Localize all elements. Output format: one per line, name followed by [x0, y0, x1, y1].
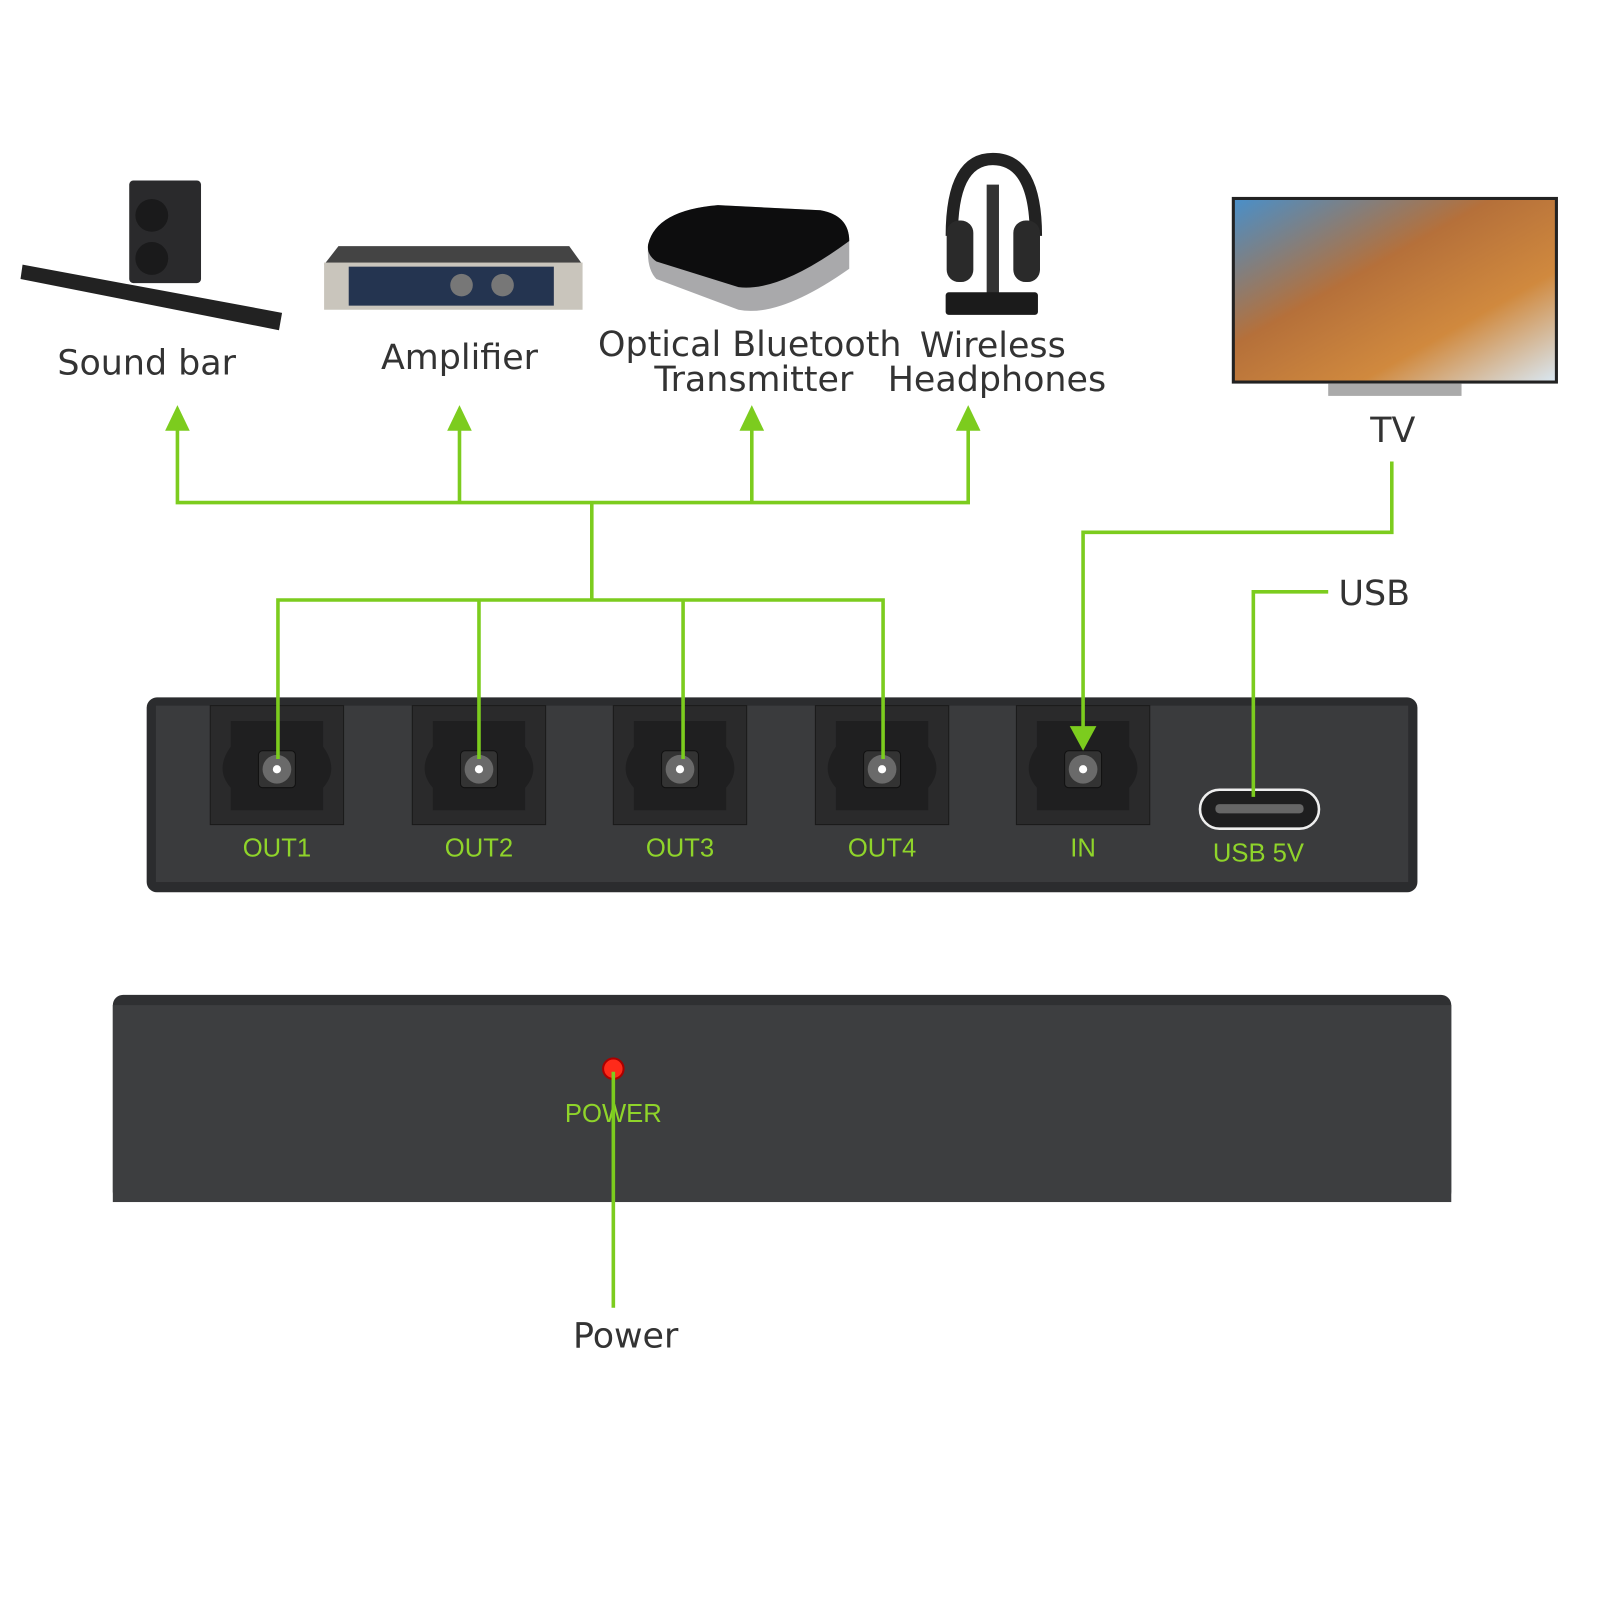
headphones-label-line1: Wireless — [920, 326, 1066, 366]
power-callout-label: Power — [573, 1317, 679, 1357]
soundbar-image — [20, 180, 283, 331]
arrow-up-icon — [447, 405, 472, 431]
headphones-image — [945, 152, 1043, 315]
amplifier-image — [324, 246, 583, 310]
tv-label: TV — [1369, 411, 1415, 451]
amplifier-label: Amplifier — [381, 338, 539, 378]
optical-port-out4 — [814, 705, 950, 826]
arrow-up-icon — [739, 405, 765, 431]
usb-5v-label: USB 5V — [1213, 840, 1304, 868]
port-label: OUT3 — [646, 834, 714, 862]
headphones-label-line2: Headphones — [888, 360, 1106, 400]
tv-image — [1231, 196, 1558, 396]
splitter-front-panel — [112, 994, 1452, 1203]
port-label: OUT2 — [445, 834, 513, 862]
optical-port-out2 — [411, 705, 547, 826]
transmitter-label-line1: Optical Bluetooth — [598, 325, 901, 365]
soundbar-label: Sound bar — [57, 343, 236, 383]
optical-port-in — [1015, 705, 1151, 826]
bluetooth-transmitter-image — [647, 205, 850, 311]
usb-c-port — [1198, 788, 1321, 830]
connection-lines — [165, 405, 1394, 1308]
port-label: OUT1 — [243, 834, 311, 862]
port-label: IN — [1070, 834, 1096, 862]
optical-port-out1 — [209, 705, 345, 826]
arrow-up-icon — [955, 405, 981, 431]
usb-callout-label: USB — [1338, 574, 1410, 614]
transmitter-label-line2: Transmitter — [653, 360, 854, 400]
optical-port-out3 — [612, 705, 748, 826]
port-label: OUT4 — [848, 834, 916, 862]
arrow-up-icon — [165, 405, 190, 431]
arrow-down-icon — [1069, 726, 1097, 751]
